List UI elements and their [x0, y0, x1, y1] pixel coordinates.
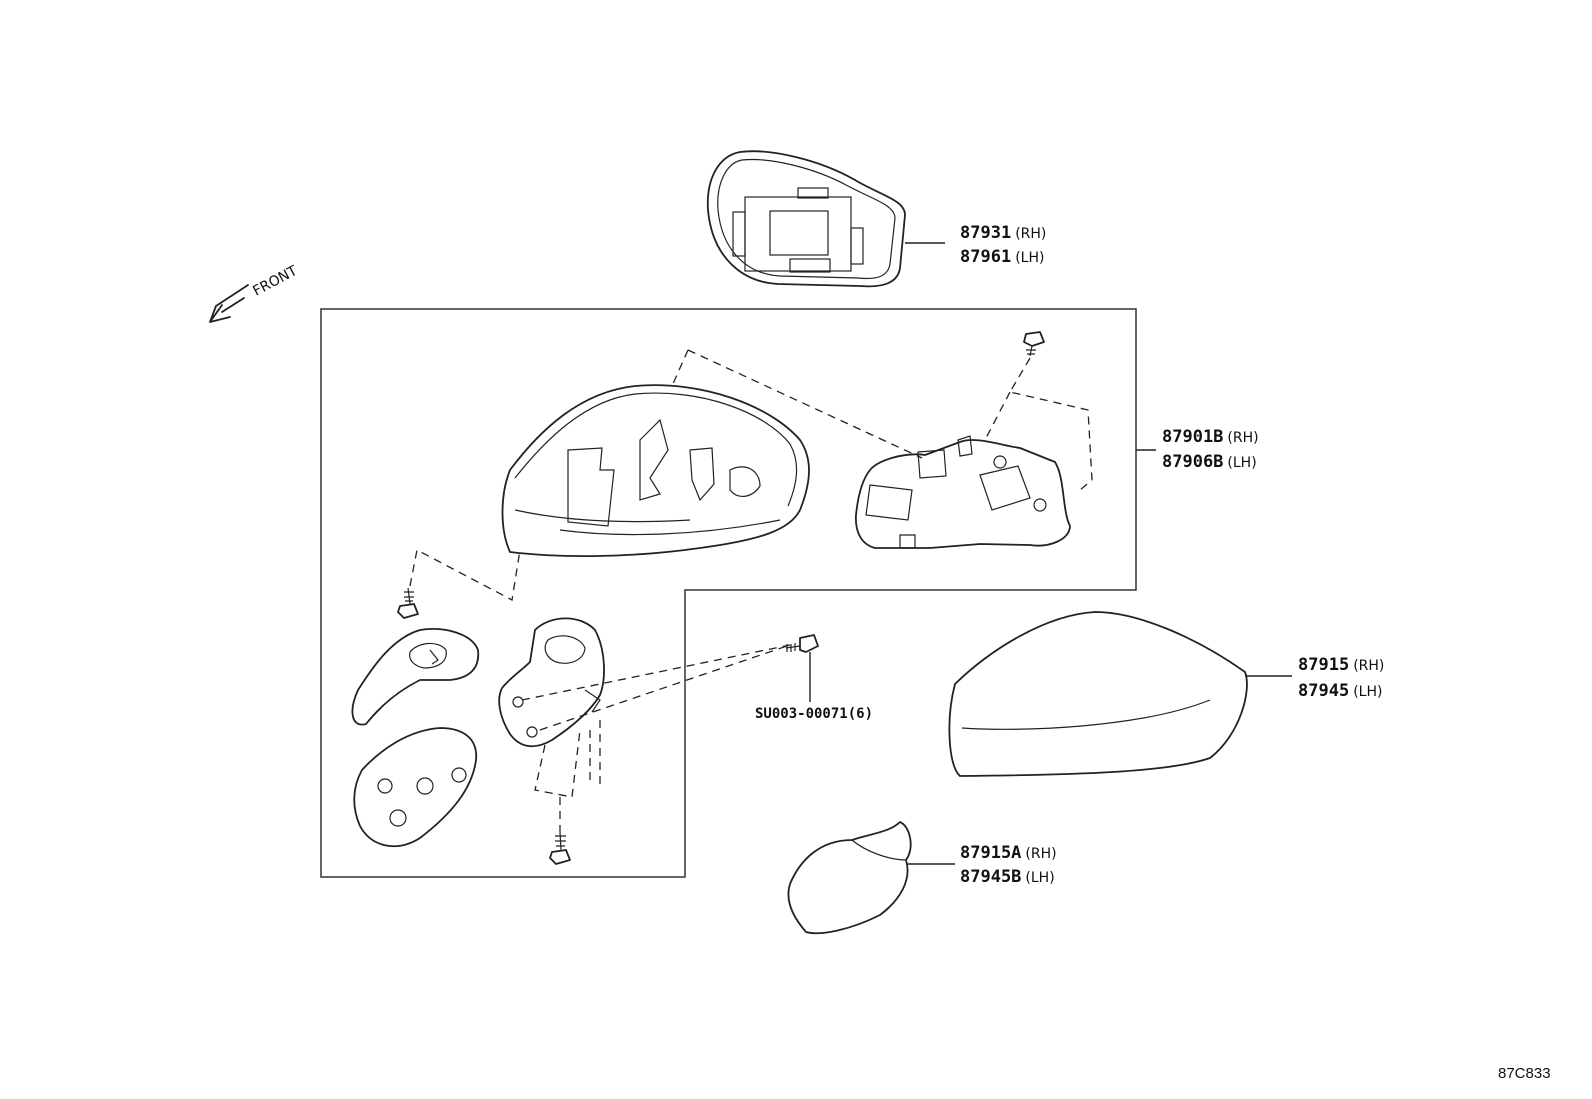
bolt-label: SU003-00071(6) [755, 706, 873, 722]
front-label: FRONT [250, 263, 300, 300]
part-number-rh: 87931 [960, 223, 1011, 243]
part-number-rh: 87915 [1298, 655, 1349, 675]
diagram-code: 87C833 [1498, 1065, 1551, 1082]
part-number-lh: 87945 [1298, 681, 1349, 701]
mirror-cover [948, 611, 1248, 777]
side-rh: (RH) [1015, 226, 1046, 242]
dashed-line [1008, 357, 1093, 491]
side-lh: (LH) [1015, 250, 1044, 266]
side-lh: (LH) [1227, 455, 1256, 471]
dashed-line [984, 391, 1011, 441]
mirror-housing [501, 384, 810, 557]
mirror-cover-label-lh: 87945(LH) [1298, 681, 1382, 701]
bolt-quantity: (6) [848, 706, 873, 722]
base-cover-label-rh: 87915A(RH) [960, 843, 1057, 863]
part-number-lh: 87945B [960, 867, 1021, 887]
bolt-part-number: SU003-00071 [755, 706, 848, 722]
dashed-line [671, 349, 689, 387]
dashed-line [589, 720, 601, 790]
mirror-glass-label-lh: 87961(LH) [960, 247, 1044, 267]
mirror-assy-label-rh: 87901B(RH) [1162, 427, 1259, 447]
dashed-line [409, 549, 521, 601]
dashed-line [687, 349, 923, 459]
assembly-boundary [320, 308, 1137, 878]
mirror-glass-label-rh: 87931(RH) [960, 223, 1046, 243]
side-rh: (RH) [1025, 846, 1056, 862]
dashed-line [521, 644, 791, 701]
side-rh: (RH) [1227, 430, 1258, 446]
base-cover [787, 821, 912, 935]
part-number-rh: 87901B [1162, 427, 1223, 447]
side-lh: (LH) [1353, 684, 1382, 700]
part-number-lh: 87906B [1162, 452, 1223, 472]
part-number-rh: 87915A [960, 843, 1021, 863]
mirror-base-bracket [498, 617, 605, 748]
dashed-line [539, 644, 791, 731]
mirror-assy-label-lh: 87906B(LH) [1162, 452, 1257, 472]
side-rh: (RH) [1353, 658, 1384, 674]
front-arrow-icon [209, 284, 249, 323]
mirror-actuator [855, 435, 1071, 549]
part-number-lh: 87961 [960, 247, 1011, 267]
base-cover-label-lh: 87945B(LH) [960, 867, 1055, 887]
mirror-glass [706, 150, 906, 288]
bolt [785, 634, 819, 653]
screw-bottom [549, 831, 571, 865]
dashed-line [534, 729, 581, 798]
mirror-cover-label-rh: 87915(RH) [1298, 655, 1384, 675]
side-lh: (LH) [1025, 870, 1054, 886]
base-cover-plate [351, 628, 480, 726]
base-gasket [353, 727, 477, 847]
screw-left [397, 587, 419, 619]
screw-top [1023, 331, 1045, 357]
